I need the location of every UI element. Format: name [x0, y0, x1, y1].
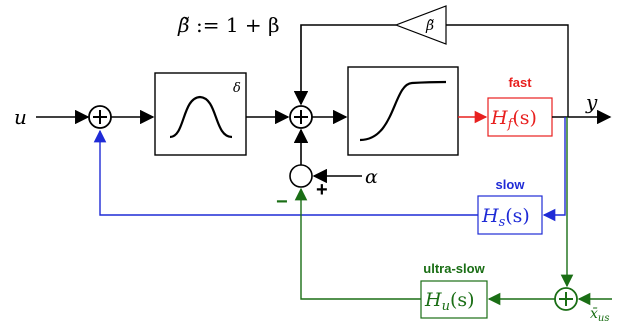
fast-path-block: fast Hf(s) [487, 75, 553, 137]
fast-block-label: Hf(s) [490, 107, 537, 132]
slow-path-title: slow [496, 177, 526, 192]
input-signal-label: u [14, 105, 27, 129]
slow-path-out-line [93, 129, 478, 216]
gain-label: β̃ [425, 18, 434, 34]
slow-path-in-line [542, 117, 566, 222]
alpha-plus-sign: + [316, 179, 328, 201]
beta-definition: β̃ := 1 + β [177, 13, 280, 37]
slow-block-label: Hs(s) [481, 205, 530, 230]
bandpass-curve [169, 95, 233, 139]
slow-path-block: slow Hs(s) [477, 177, 543, 235]
summing-junction-1 [88, 105, 112, 129]
ultra-slow-out-line [294, 187, 421, 300]
ultra-slow-path-block: ultra-slow Hu(s) [420, 261, 488, 319]
fast-path-title: fast [508, 75, 532, 90]
alpha-label: α [365, 166, 378, 188]
summing-junction-ultra-slow [554, 287, 578, 311]
output-signal-label: y [585, 90, 598, 114]
ultra-slow-block-label: Hu(s) [424, 289, 475, 314]
x-us-label: x̄us [590, 306, 609, 324]
ultra-slow-minus-sign: − [276, 191, 288, 213]
summing-junction-2 [289, 105, 313, 129]
gain-feedback-line-in [446, 24, 569, 117]
sigmoid-block [347, 66, 459, 156]
ultra-slow-path-title: ultra-slow [423, 261, 485, 276]
alpha-comparator [289, 164, 313, 188]
beta-definition-rhs: := 1 + β [196, 13, 280, 37]
beta-tilde-symbol: β̃ [177, 13, 190, 37]
delta-label: δ [233, 81, 241, 96]
beta-gain-block: β̃ [394, 5, 447, 45]
gain-feedback-line-out [293, 24, 396, 106]
sigmoid-curve [359, 80, 447, 142]
delta-bandpass-block: δ [154, 72, 247, 156]
